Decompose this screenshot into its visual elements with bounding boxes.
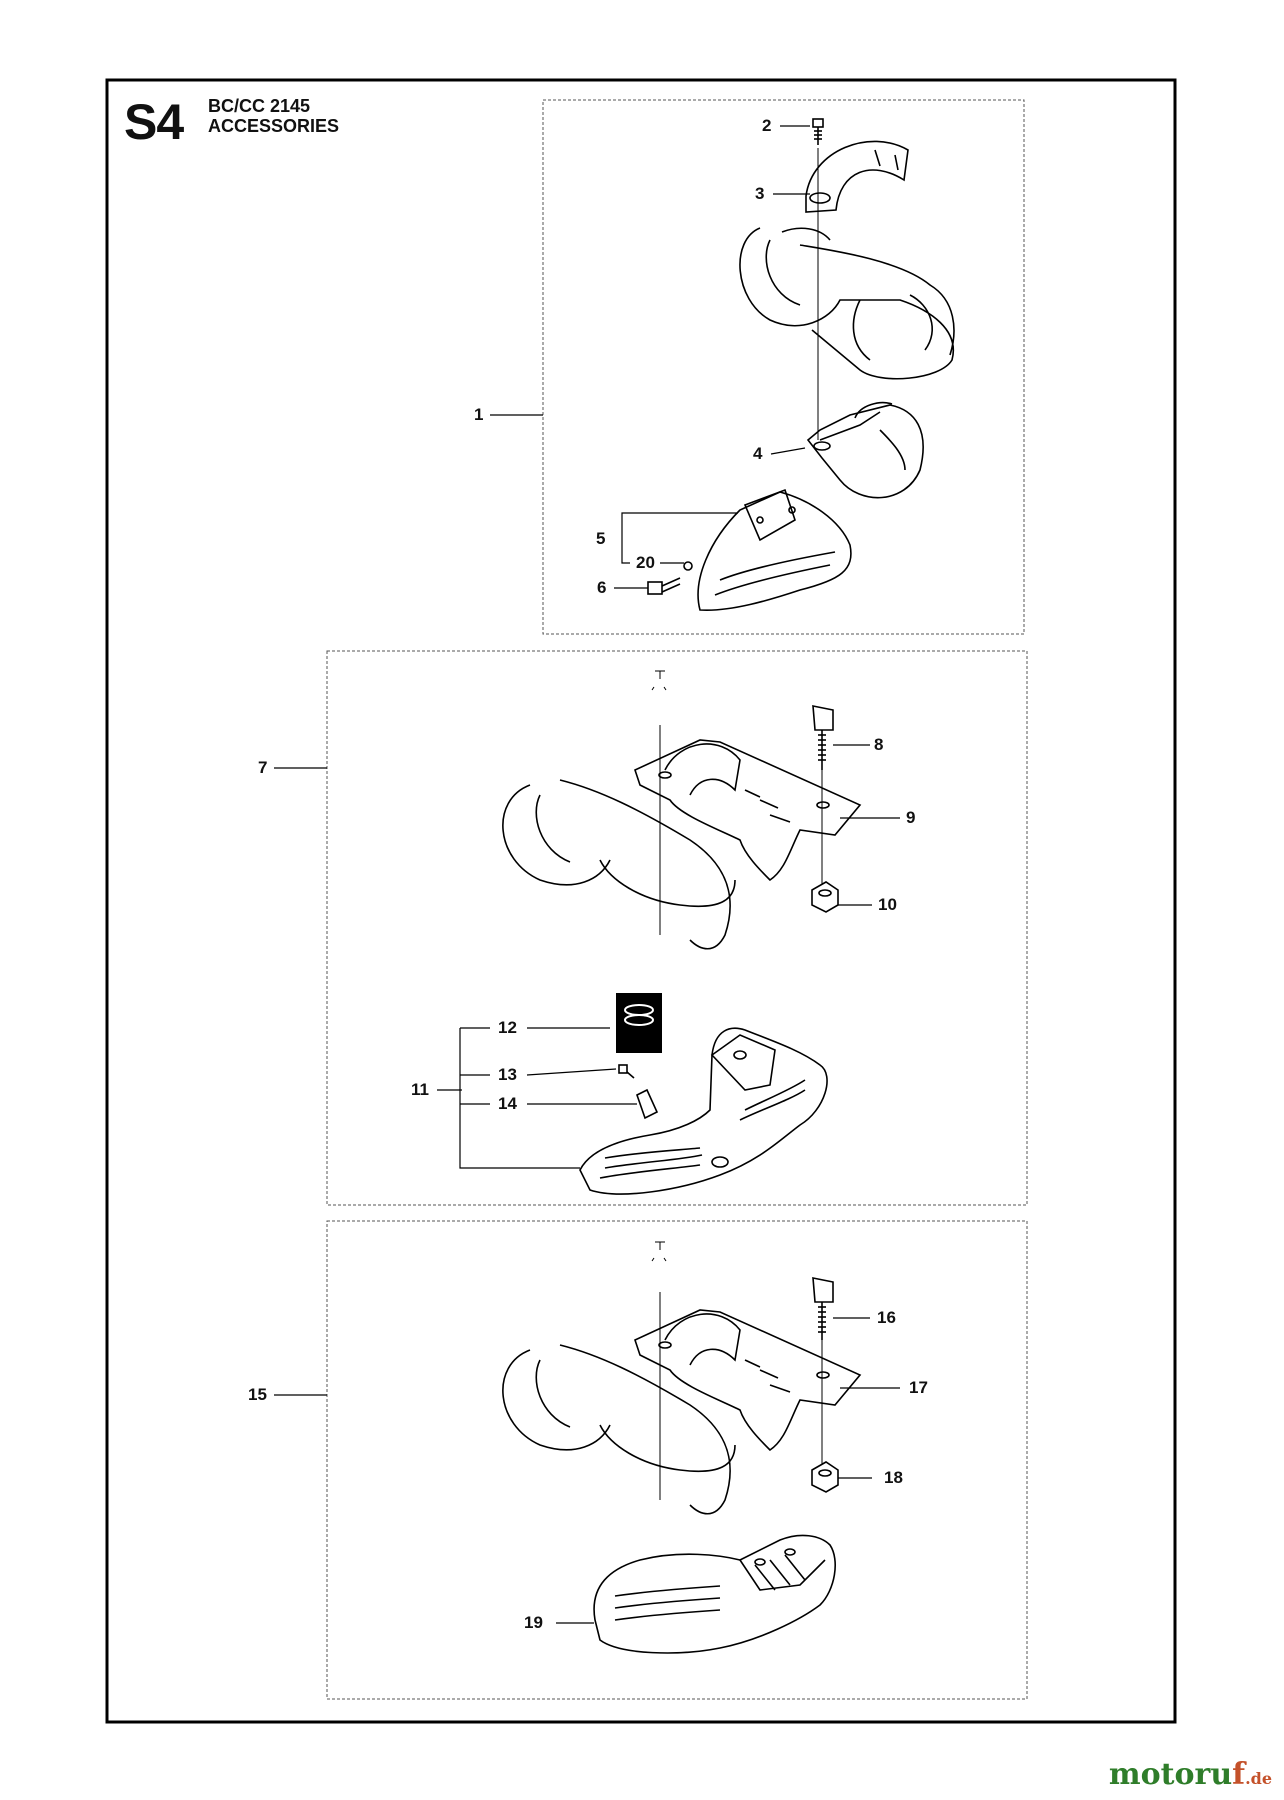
group-7-artwork [502,670,862,950]
part-13-screw [618,1064,635,1079]
callout-15: 15 [248,1385,267,1404]
group-box-15 [326,1220,1028,1700]
part-19-guard [593,1534,836,1654]
watermark-logo: motoruf.de [1109,1757,1272,1792]
callout-19: 19 [524,1613,543,1632]
part-8-screw [812,705,834,770]
callout-3: 3 [755,184,765,203]
part-7-shaft [502,779,736,950]
part-11-handle [579,1027,828,1195]
part-5-guard [697,488,852,612]
callout-2: 2 [762,116,772,135]
group-1-leaders [490,125,810,589]
callout-18: 18 [884,1468,903,1487]
page-frame [105,78,1177,1724]
model-number: BC/CC 2145 [208,96,311,116]
part-12-bushing-photo [616,993,662,1053]
callout-12: 12 [498,1018,517,1037]
watermark-tld: .de [1245,1769,1272,1788]
callout-14: 14 [498,1094,517,1113]
callout-5: 5 [596,529,606,548]
callout-17: 17 [909,1378,928,1397]
group-15-leaders [274,1317,900,1624]
group-box-1 [542,99,1025,635]
watermark-main: motoru [1108,1757,1233,1792]
part-14-plate [636,1088,659,1120]
grip-symbol-15 [651,1241,667,1262]
section-title: ACCESSORIES [208,116,340,136]
callout-10: 10 [878,895,897,914]
grip-symbol-7 [651,670,667,691]
group-15-artwork [502,1241,862,1654]
group-7-leaders [274,744,900,1169]
callout-7: 7 [258,758,268,777]
part-15-shaft [502,1344,736,1515]
group-box-7 [326,650,1028,1206]
callout-4: 4 [753,444,763,463]
part-4-bracket [806,401,924,499]
group-11-artwork [579,1027,828,1195]
callout-6: 6 [597,578,607,597]
part-3-clamp [805,140,909,213]
part-9-bracket [634,739,862,882]
part-10-nut [811,881,839,913]
part-1-housing [739,227,955,380]
part-16-screw [812,1277,834,1340]
callout-16: 16 [877,1308,896,1327]
callout-8: 8 [874,735,884,754]
callout-13: 13 [498,1065,517,1084]
callout-9: 9 [906,808,916,827]
callout-11: 11 [411,1080,429,1099]
callout-20: 20 [636,553,655,572]
part-18-nut [811,1461,839,1493]
part-17-bracket [634,1309,862,1452]
watermark-accent: f [1232,1757,1246,1792]
section-code: S4 [124,94,184,150]
part-6-screw [647,577,681,595]
callout-1: 1 [474,405,484,424]
group-1-artwork [647,118,955,612]
part-2-screw [812,118,824,145]
part-20-nut [683,561,693,571]
